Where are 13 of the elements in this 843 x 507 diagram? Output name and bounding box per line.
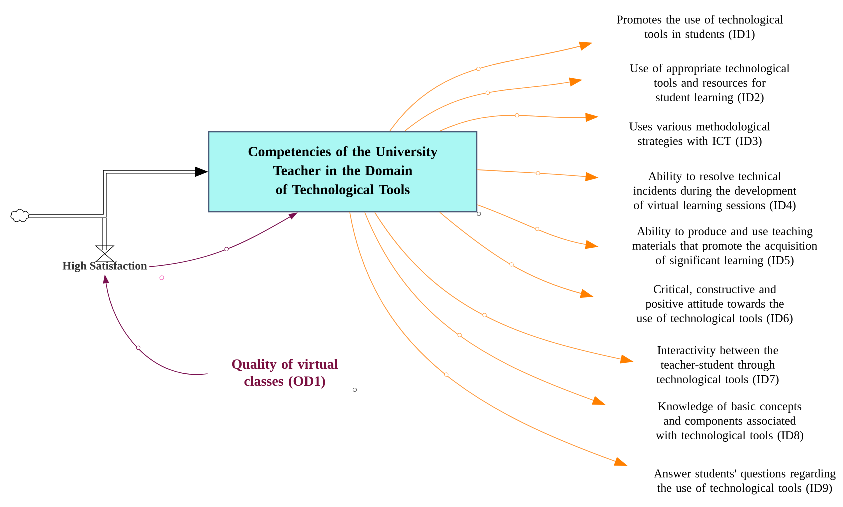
indicator-label: Answer students' questions regarding the use of technological tools (ID9) bbox=[654, 469, 836, 495]
indicator-label: Use of appropriate technological tools and resources for student learning (ID2) bbox=[630, 64, 790, 104]
indicator-label: Promotes the use of technological tools in students (ID1) bbox=[617, 15, 784, 41]
rate-label: High Satisfaction bbox=[62, 262, 148, 272]
variable-label: Quality of virtual classes (OD1) bbox=[232, 359, 338, 389]
indicator-label: Ability to resolve technical incidents during the development of virtual learning sessions (ID4) bbox=[634, 172, 797, 212]
indicator-label: Interactivity between the teacher-student through technological tools (ID7) bbox=[656, 346, 779, 386]
cloud-symbol bbox=[10, 209, 30, 222]
indicator-label: Knowledge of basic concepts and components associated with technological tools (ID8) bbox=[656, 402, 804, 442]
indicator-label: Critical, constructive and positive attitude towards the use of technological tools (ID6) bbox=[636, 285, 793, 325]
indicator-label: Uses various methodological strategies with ICT (ID3) bbox=[630, 122, 770, 148]
stock-box: Competencies of the University Teacher in the Domain of Technological Tools bbox=[208, 131, 478, 213]
indicator-label: Ability to produce and use teaching materials that promote the acquisition of significant learning (ID5) bbox=[632, 227, 818, 267]
